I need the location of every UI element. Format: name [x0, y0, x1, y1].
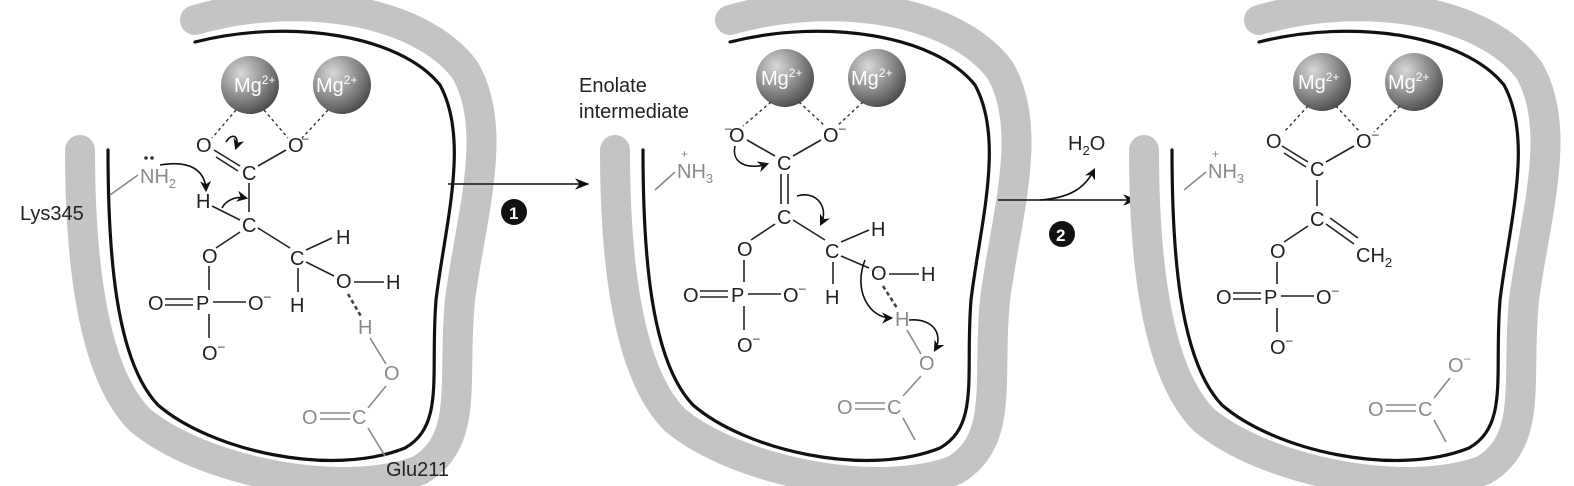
- svg-text:–: –: [218, 339, 225, 353]
- water-byproduct: H2O: [1068, 133, 1105, 158]
- svg-text:–: –: [753, 331, 760, 345]
- svg-text:O: O: [202, 246, 218, 268]
- svg-text:H: H: [290, 295, 304, 317]
- svg-text:O: O: [871, 263, 887, 285]
- svg-text:–: –: [1464, 351, 1471, 365]
- svg-text:P: P: [731, 285, 744, 307]
- svg-text:O: O: [384, 363, 400, 385]
- svg-text:O: O: [148, 293, 164, 315]
- reaction-step-2: H2O 2: [998, 133, 1138, 247]
- svg-text:+: +: [681, 147, 688, 161]
- svg-text:H: H: [358, 317, 372, 339]
- svg-text:C: C: [777, 153, 791, 175]
- enolate-label-line1: Enolate: [579, 75, 647, 97]
- lys345-label: Lys345: [20, 203, 84, 225]
- svg-text:+: +: [1212, 147, 1219, 161]
- svg-text:O: O: [202, 343, 218, 365]
- svg-text:–: –: [725, 121, 732, 135]
- panel-substrate: Mg2+ Mg2+ NH2 Lys345 O O – C C H O P: [20, 6, 482, 482]
- svg-text:–: –: [799, 281, 806, 295]
- svg-text:H: H: [895, 309, 909, 331]
- svg-text:P: P: [196, 293, 209, 315]
- svg-text:H: H: [825, 287, 839, 309]
- svg-text:O: O: [248, 293, 264, 315]
- step-1-number: 1: [509, 204, 518, 223]
- svg-text:O: O: [1368, 399, 1384, 421]
- glu211-label: Glu211: [386, 459, 449, 481]
- svg-text:Mg2+: Mg2+: [234, 73, 275, 97]
- step-2-number: 2: [1056, 226, 1065, 245]
- svg-text:O: O: [683, 285, 699, 307]
- svg-text:–: –: [839, 121, 846, 135]
- enolate-label-line2: intermediate: [579, 101, 689, 123]
- svg-text:P: P: [1264, 287, 1277, 309]
- svg-text:O: O: [1356, 131, 1372, 153]
- svg-text:C: C: [1418, 399, 1432, 421]
- svg-text:H: H: [921, 264, 935, 286]
- enzyme-pocket-1: [80, 6, 482, 482]
- svg-text:–: –: [1372, 127, 1379, 141]
- svg-text:C: C: [1310, 159, 1324, 181]
- svg-text:C: C: [825, 241, 839, 263]
- svg-text:O: O: [737, 239, 753, 261]
- svg-text:O: O: [336, 271, 352, 293]
- svg-text:Mg2+: Mg2+: [761, 66, 802, 90]
- svg-text:O: O: [729, 125, 745, 147]
- lys-amine-1: NH2: [140, 166, 176, 191]
- svg-text:O: O: [737, 335, 753, 357]
- svg-text:O: O: [302, 407, 318, 429]
- mg-ion-1a: Mg2+: [221, 56, 279, 114]
- mg-ion-2a: Mg2+: [756, 49, 814, 107]
- svg-text:O: O: [783, 285, 799, 307]
- svg-text:O: O: [1270, 337, 1286, 359]
- svg-text:H: H: [386, 272, 400, 294]
- svg-text:H: H: [336, 227, 350, 249]
- svg-text:C: C: [290, 248, 304, 270]
- svg-text:C: C: [1310, 209, 1324, 231]
- panel-product: Mg2+ Mg2+ NH3 + O O – C C CH2 O P O O –: [1144, 6, 1546, 482]
- svg-text:O: O: [288, 135, 304, 157]
- svg-text:C: C: [242, 163, 256, 185]
- panel-intermediate: Mg2+ Mg2+ Enolate intermediate NH3 + O –…: [579, 6, 1017, 482]
- svg-text:–: –: [1286, 333, 1293, 347]
- svg-text:O: O: [1316, 287, 1332, 309]
- svg-text:O: O: [1448, 355, 1464, 377]
- mg-ion-3a: Mg2+: [1293, 53, 1351, 111]
- svg-text:–: –: [302, 131, 309, 145]
- svg-text:H: H: [196, 191, 210, 213]
- mg-ion-2b: Mg2+: [848, 49, 906, 107]
- svg-text:Mg2+: Mg2+: [851, 66, 892, 90]
- svg-text:CH2: CH2: [1356, 245, 1392, 270]
- svg-text:O: O: [837, 397, 853, 419]
- svg-text:C: C: [887, 397, 901, 419]
- svg-text:O: O: [823, 125, 839, 147]
- svg-text:NH3: NH3: [677, 161, 713, 186]
- svg-text:O: O: [1216, 287, 1232, 309]
- reaction-step-1: 1: [448, 178, 590, 225]
- mg-ion-1b: Mg2+: [313, 56, 371, 114]
- svg-text:Mg2+: Mg2+: [1388, 70, 1429, 94]
- svg-text:H: H: [871, 219, 885, 241]
- svg-text:O: O: [1270, 241, 1286, 263]
- svg-text:NH3: NH3: [1208, 161, 1244, 186]
- svg-text:O: O: [919, 353, 935, 375]
- mg-ion-3b: Mg2+: [1385, 53, 1443, 111]
- svg-text:C: C: [777, 207, 791, 229]
- svg-text:C: C: [242, 215, 256, 237]
- svg-text:C: C: [352, 407, 366, 429]
- svg-text:Mg2+: Mg2+: [316, 73, 357, 97]
- svg-text:–: –: [1332, 283, 1339, 297]
- svg-text:O: O: [196, 135, 212, 157]
- svg-text:–: –: [264, 289, 271, 303]
- enzyme-pocket-2: [615, 6, 1017, 482]
- svg-text:Mg2+: Mg2+: [1298, 70, 1339, 94]
- svg-text:O: O: [1266, 131, 1282, 153]
